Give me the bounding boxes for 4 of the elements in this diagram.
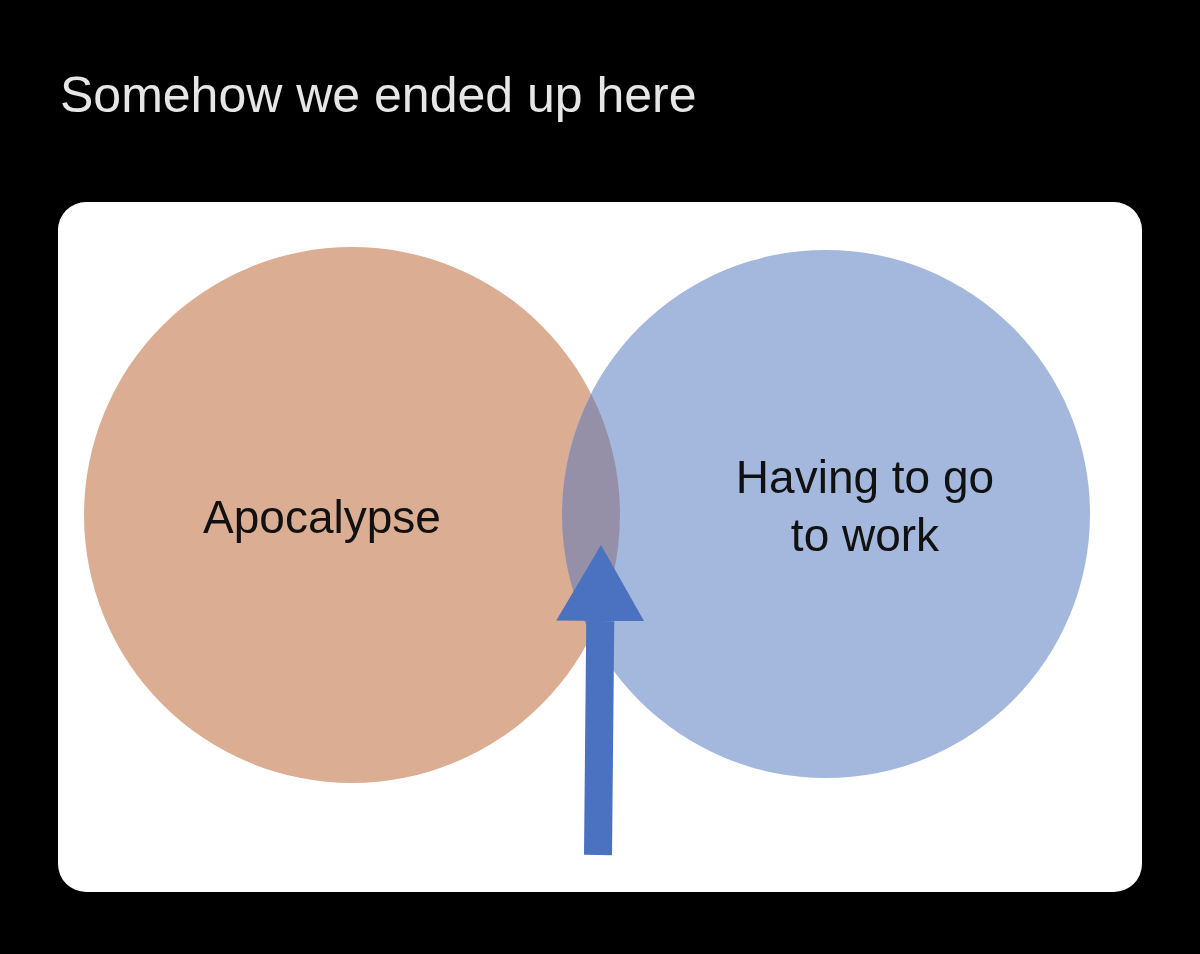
arrow [556, 545, 645, 856]
title: Somehow we ended up here [60, 66, 697, 124]
circle-label: Apocalypse [202, 490, 442, 545]
circle-label: Having to go to work [734, 450, 996, 563]
